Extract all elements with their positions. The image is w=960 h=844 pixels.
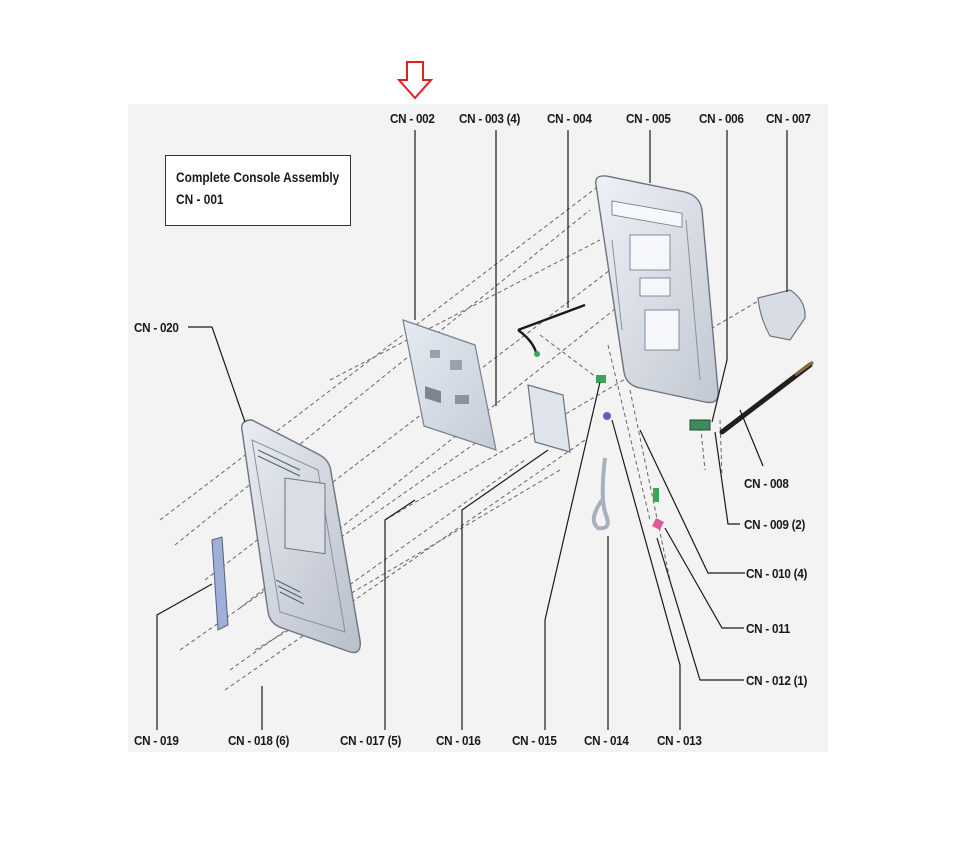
callout-cn-006: CN - 006 <box>699 111 744 126</box>
rear-cover-part <box>241 419 361 654</box>
callout-cn-011: CN - 011 <box>746 621 791 636</box>
callout-cn-007: CN - 007 <box>766 111 811 126</box>
green-connector-part <box>596 375 606 383</box>
callout-cn-003: CN - 003 (4) <box>459 111 521 126</box>
callout-cn-020: CN - 020 <box>134 320 179 335</box>
outline-down-arrow-icon <box>396 61 434 100</box>
leader-lines <box>156 130 788 730</box>
callout-cn-015: CN - 015 <box>512 733 557 748</box>
cable-loop-part <box>591 457 610 531</box>
callout-cn-008: CN - 008 <box>744 476 789 491</box>
cable-harness-part <box>517 303 586 357</box>
rod-part <box>719 360 814 435</box>
callout-cn-013: CN - 013 <box>657 733 702 748</box>
screw-parts <box>603 412 664 530</box>
callout-cn-012: CN - 012 (1) <box>746 673 808 688</box>
assembly-title-box: Complete Console Assembly CN - 001 <box>165 155 351 226</box>
callout-cn-016: CN - 016 <box>436 733 481 748</box>
callout-cn-018: CN - 018 (6) <box>228 733 290 748</box>
callout-cn-010: CN - 010 (4) <box>746 566 808 581</box>
front-frame-part <box>595 175 719 404</box>
assembly-code: CN - 001 <box>176 192 224 207</box>
side-strip-part <box>211 536 229 631</box>
mounting-clip-part <box>757 289 806 341</box>
callout-cn-009: CN - 009 (2) <box>744 517 806 532</box>
callout-cn-004: CN - 004 <box>547 111 592 126</box>
callout-cn-019: CN - 019 <box>134 733 179 748</box>
sub-board-part <box>527 384 571 453</box>
callout-cn-014: CN - 014 <box>584 733 629 748</box>
callout-cn-017: CN - 017 (5) <box>340 733 402 748</box>
callout-cn-002: CN - 002 <box>390 111 435 126</box>
assembly-title: Complete Console Assembly <box>176 170 340 185</box>
circuit-board-part <box>402 319 497 451</box>
callout-cn-005: CN - 005 <box>626 111 671 126</box>
connector-part <box>689 419 711 431</box>
